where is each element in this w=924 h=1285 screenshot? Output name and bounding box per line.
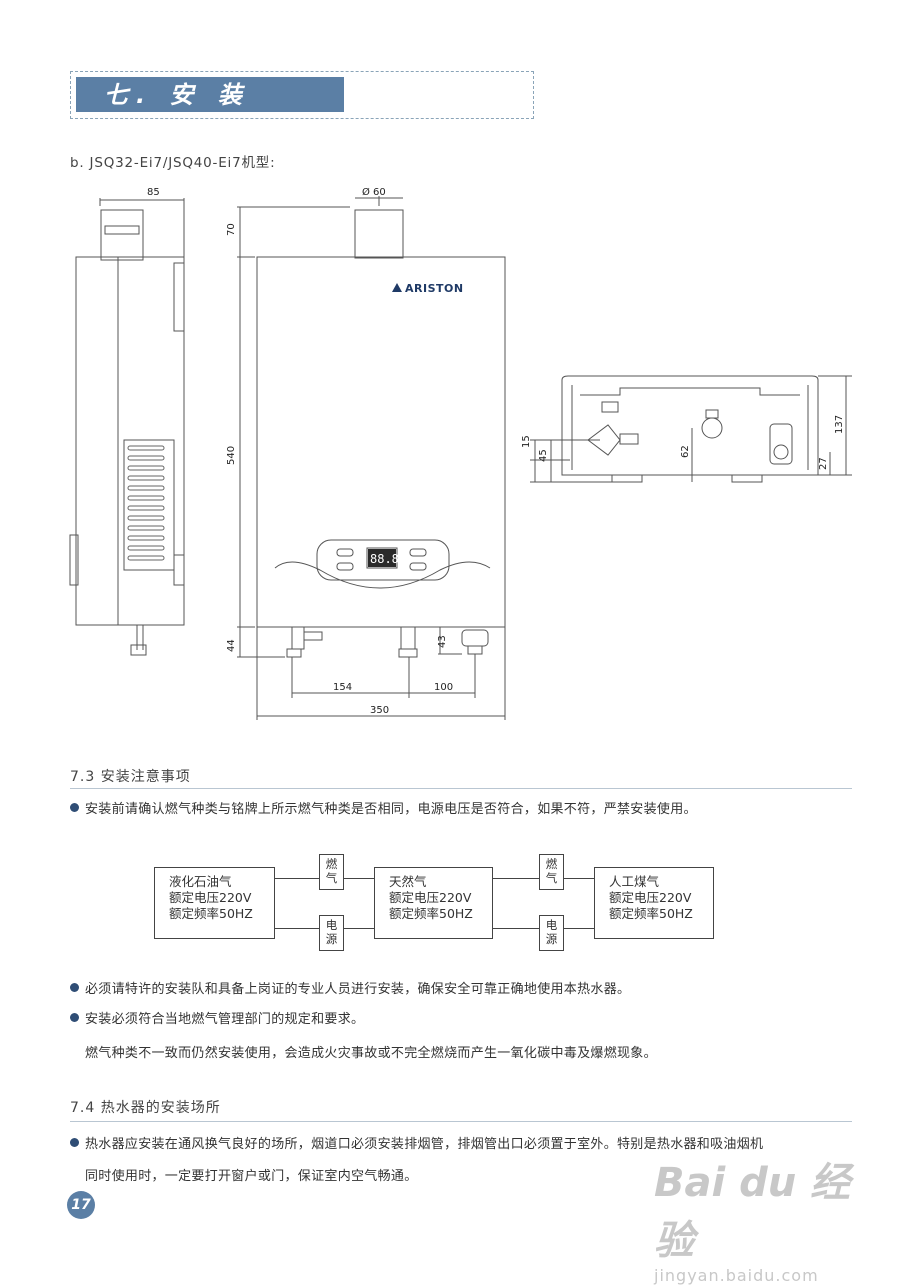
- gas-box-lpg: 液化石油气 额定电压220V 额定频率50HZ: [154, 867, 275, 939]
- display-readout: 88.8: [370, 552, 399, 566]
- dim-137: 137: [834, 415, 845, 434]
- bullet-local-regulations-text: 安装必须符合当地燃气管理部门的规定和要求。: [85, 1012, 365, 1027]
- dim-62: 62: [680, 445, 691, 458]
- power-label-2: 电源: [539, 915, 564, 951]
- warning-note: 燃气种类不一致而仍然安装使用，会造成火灾事故或不完全燃烧而产生一氧化碳中毒及爆燃…: [85, 1046, 657, 1061]
- gas-type-label: 液化石油气: [169, 874, 232, 889]
- bullet-local-regulations: 安装必须符合当地燃气管理部门的规定和要求。: [70, 1010, 364, 1030]
- bullet-dot: [70, 983, 79, 992]
- baidu-watermark: Bai du 经验 jingyan.baidu.com: [654, 1150, 884, 1285]
- rated-frequency: 额定频率50HZ: [389, 906, 473, 921]
- rated-frequency: 额定频率50HZ: [609, 906, 693, 921]
- bullet-dot: [70, 1138, 79, 1147]
- section-title: 七. 安 装: [104, 81, 250, 109]
- bottom-view: [530, 375, 852, 483]
- power-char: 源: [545, 932, 558, 946]
- power-char: 源: [325, 932, 338, 946]
- dim-43: 43: [437, 635, 448, 648]
- dim-100: 100: [434, 682, 453, 693]
- section-7-3-title: 7.3 安装注意事项: [70, 769, 191, 785]
- bullet-gas-check-text: 安装前请确认燃气种类与铭牌上所示燃气种类是否相同，电源电压是否符合，如果不符，严…: [85, 802, 697, 817]
- dim-85: 85: [147, 187, 160, 198]
- gas-type-label: 人工煤气: [609, 874, 660, 889]
- section-7-4-rule: [70, 1121, 852, 1122]
- watermark-url: jingyan.baidu.com: [654, 1266, 819, 1285]
- section-7-3-rule: [70, 788, 852, 789]
- gas-char: 气: [545, 871, 558, 885]
- gas-box-manufactured: 人工煤气 额定电压220V 额定频率50HZ: [594, 867, 714, 939]
- gas-label-2: 燃气: [539, 854, 564, 890]
- bullet-qualified-installer-text: 必须请特许的安装队和具备上岗证的专业人员进行安装，确保安全可靠正确地使用本热水器…: [85, 982, 631, 997]
- front-view: [237, 196, 506, 720]
- section-7-4-title: 7.4 热水器的安装场所: [70, 1100, 221, 1116]
- bullet-gas-check: 安装前请确认燃气种类与铭牌上所示燃气种类是否相同，电源电压是否符合，如果不符，严…: [70, 800, 697, 820]
- model-subtitle: b. JSQ32-Ei7/JSQ40-Ei7机型:: [70, 155, 276, 171]
- dim-15: 15: [521, 435, 532, 448]
- dim-diameter-60: Ø 60: [362, 186, 386, 198]
- dim-154: 154: [333, 682, 352, 693]
- dim-70: 70: [226, 223, 237, 236]
- power-label-1: 电源: [319, 915, 344, 951]
- power-char: 电: [545, 918, 558, 932]
- dim-44: 44: [226, 639, 237, 652]
- dim-350: 350: [370, 705, 389, 716]
- gas-char: 燃: [325, 857, 338, 871]
- gas-type-label: 天然气: [389, 874, 427, 889]
- dim-45: 45: [538, 449, 549, 462]
- bullet-ventilation-text: 热水器应安装在通风换气良好的场所，烟道口必须安装排烟管，排烟管出口必须置于室外。…: [85, 1137, 764, 1152]
- gas-char: 燃: [545, 857, 558, 871]
- bullet-qualified-installer: 必须请特许的安装队和具备上岗证的专业人员进行安装，确保安全可靠正确地使用本热水器…: [70, 980, 630, 1000]
- section-header-frame: [70, 71, 534, 119]
- bullet-ventilation: 热水器应安装在通风换气良好的场所，烟道口必须安装排烟管，排烟管出口必须置于室外。…: [70, 1135, 763, 1155]
- bullet-dot: [70, 1013, 79, 1022]
- gas-char: 气: [325, 871, 338, 885]
- bullet-dot: [70, 803, 79, 812]
- rated-voltage: 额定电压220V: [609, 890, 692, 905]
- dim-27: 27: [818, 457, 829, 470]
- section-header-bar: [76, 77, 344, 112]
- watermark-brand: Bai du 经验: [654, 1160, 851, 1264]
- page-number: 17: [67, 1191, 95, 1219]
- rated-voltage: 额定电压220V: [169, 890, 252, 905]
- brand-logo: ARISTON: [405, 282, 464, 295]
- ventilation-continued: 同时使用时，一定要打开窗户或门，保证室内空气畅通。: [85, 1169, 418, 1184]
- dim-540: 540: [226, 446, 237, 465]
- power-char: 电: [325, 918, 338, 932]
- gas-label-1: 燃气: [319, 854, 344, 890]
- rated-voltage: 额定电压220V: [389, 890, 472, 905]
- side-view: [69, 198, 185, 656]
- rated-frequency: 额定频率50HZ: [169, 906, 253, 921]
- gas-box-natural: 天然气 额定电压220V 额定频率50HZ: [374, 867, 493, 939]
- dimension-drawing: ARISTON 88.8 85 Ø 60 70 540 44 43 154 10…: [69, 186, 852, 720]
